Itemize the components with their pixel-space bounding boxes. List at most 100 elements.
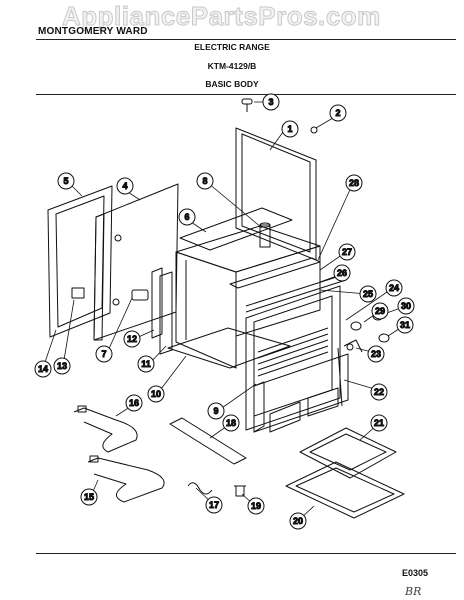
callout-label: 4	[122, 181, 127, 191]
vent-tube-part	[259, 222, 271, 248]
callout-label: 7	[101, 349, 106, 359]
broil-pan-part	[285, 461, 405, 519]
oven-door-part	[253, 353, 349, 433]
callout-label: 20	[293, 516, 303, 526]
leader-lines	[42, 101, 407, 521]
callout-label: 30	[401, 301, 411, 311]
callout-label: 15	[84, 492, 94, 502]
callout-15: 15	[80, 488, 98, 506]
callout-18: 18	[222, 414, 240, 432]
callout-2: 2	[329, 104, 347, 122]
oven-cavity-part	[175, 225, 321, 369]
callout-22: 22	[370, 383, 388, 401]
callout-label: 25	[363, 289, 373, 299]
callout-27: 27	[338, 243, 356, 261]
callout-markers: 1 2 3 4 5 6 7 8 9 10 11 12 13 14 15 16 1…	[34, 93, 415, 530]
callout-24: 24	[385, 279, 403, 297]
callout-14: 14	[34, 360, 52, 378]
footer-rule	[36, 553, 456, 554]
wire-harness-part	[187, 482, 213, 495]
callout-label: 29	[375, 306, 385, 316]
callout-10: 10	[147, 385, 165, 403]
callout-25: 25	[359, 285, 377, 303]
product-title: ELECTRIC RANGE	[194, 42, 270, 52]
outer-side-panel-part	[47, 185, 113, 338]
callout-label: 8	[202, 176, 207, 186]
bottom-pan-part	[167, 327, 291, 369]
hinge-part	[337, 347, 343, 407]
model-number: KTM-4129/B	[207, 61, 257, 71]
broil-pan-insert-part	[299, 427, 397, 479]
callout-label: 31	[400, 320, 410, 330]
broil-element-part	[87, 455, 165, 503]
callout-17: 17	[205, 496, 223, 514]
insulation-part	[159, 271, 173, 355]
rail-part	[245, 273, 347, 307]
handwritten-initials: BR	[405, 585, 422, 598]
watermark: AppliancePartsPros.com	[62, 1, 381, 32]
callout-label: 28	[349, 178, 359, 188]
callout-label: 23	[371, 349, 381, 359]
knob-cap-part	[378, 333, 390, 343]
callout-3: 3	[262, 93, 280, 111]
clip-part	[310, 126, 318, 134]
callout-label: 19	[251, 501, 261, 511]
callout-label: 10	[151, 389, 161, 399]
callout-6: 6	[178, 208, 196, 226]
top-frame-part	[229, 257, 321, 289]
header-rule-bottom	[36, 94, 456, 95]
rail-part	[245, 279, 347, 313]
callout-28: 28	[345, 174, 363, 192]
callout-21: 21	[370, 414, 388, 432]
diagram-code: E0305	[402, 568, 429, 578]
callout-label: 26	[337, 268, 347, 278]
bake-element-part	[73, 405, 138, 453]
callout-label: 27	[342, 247, 352, 257]
callout-label: 18	[226, 418, 236, 428]
callout-label: 5	[63, 176, 68, 186]
callout-20: 20	[289, 512, 307, 530]
callout-4: 4	[116, 177, 134, 195]
header-rule-top	[36, 39, 456, 40]
callout-31: 31	[396, 316, 414, 334]
callout-16: 16	[125, 394, 143, 412]
callout-label: 22	[374, 387, 384, 397]
callout-label: 17	[209, 500, 219, 510]
callout-26: 26	[333, 264, 351, 282]
knob-bracket-part	[343, 339, 363, 353]
switch-knob-part	[350, 321, 362, 331]
brand-name: MONTGOMERY WARD	[38, 26, 148, 37]
callout-label: 9	[213, 406, 218, 416]
section-title: BASIC BODY	[205, 79, 259, 89]
callout-label: 3	[268, 97, 273, 107]
callout-5: 5	[57, 172, 75, 190]
callout-label: 13	[57, 361, 67, 371]
callout-8: 8	[196, 172, 214, 190]
callout-12: 12	[123, 330, 141, 348]
callout-label: 1	[287, 124, 292, 134]
callout-label: 12	[127, 334, 137, 344]
callout-7: 7	[95, 345, 113, 363]
inner-side-panel-part	[93, 183, 179, 341]
callout-11: 11	[137, 355, 155, 373]
callout-1: 1	[281, 120, 299, 138]
callout-23: 23	[367, 345, 385, 363]
door-frame-part	[245, 285, 341, 431]
leveler-part	[234, 485, 246, 497]
callout-label: 11	[141, 359, 151, 369]
callout-label: 14	[38, 364, 48, 374]
callout-label: 16	[129, 398, 139, 408]
top-strip-part	[179, 207, 293, 251]
callout-label: 21	[374, 418, 384, 428]
toe-kick-part	[169, 417, 247, 465]
callout-label: 24	[389, 283, 399, 293]
screw-part	[241, 98, 253, 112]
callout-label: 6	[184, 212, 189, 222]
callout-label: 2	[335, 108, 340, 118]
callout-9: 9	[207, 402, 225, 420]
callout-29: 29	[371, 302, 389, 320]
side-trim-part	[151, 267, 163, 339]
callout-30: 30	[397, 297, 415, 315]
callout-19: 19	[247, 497, 265, 515]
